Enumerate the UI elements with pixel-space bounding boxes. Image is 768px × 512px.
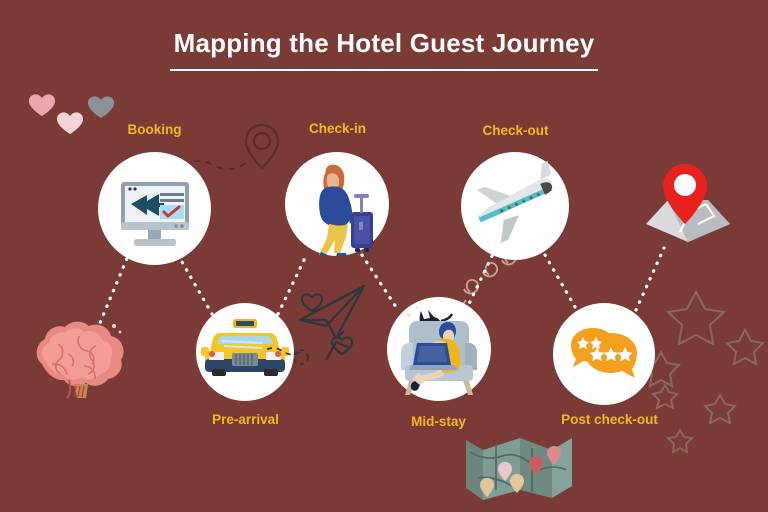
stage-label-booking: Booking [127, 122, 182, 137]
folded-map-icon [466, 438, 572, 500]
star-outline-icon [640, 289, 766, 454]
hearts-icon [28, 94, 115, 134]
stage-label-mid-stay: Mid-stay [411, 414, 466, 429]
armchair-laptop-icon [401, 305, 477, 395]
taxi-icon [201, 319, 289, 376]
stage-label-pre-arrival: Pre-arrival [212, 412, 279, 427]
map-pin-marker-icon [480, 446, 561, 497]
desktop-booking-icon [121, 182, 189, 246]
stage-node-check-in[interactable] [285, 152, 389, 256]
paper-plane-icon [298, 284, 366, 361]
stage-node-booking[interactable] [98, 152, 211, 265]
stage-label-post-check-out: Post check-out [561, 412, 658, 427]
stage-label-check-out: Check-out [482, 123, 549, 138]
airplane-icon [476, 160, 553, 243]
stage-node-check-out[interactable] [461, 152, 569, 260]
review-speech-bubbles-icon [571, 328, 637, 378]
traveler-with-luggage-icon [319, 164, 373, 256]
stage-node-pre-arrival[interactable] [196, 303, 294, 401]
stage-node-mid-stay[interactable] [387, 297, 491, 401]
page-title-container: Mapping the Hotel Guest Journey [0, 28, 768, 71]
stage-label-check-in: Check-in [308, 121, 366, 136]
stage-node-post-check-out[interactable] [553, 303, 655, 405]
map-pin-outline-icon [182, 123, 280, 171]
heart-outline-icon [263, 293, 354, 365]
page-title: Mapping the Hotel Guest Journey [169, 28, 599, 71]
map-pin-destination-icon [638, 158, 738, 250]
brain-icon [24, 318, 134, 400]
